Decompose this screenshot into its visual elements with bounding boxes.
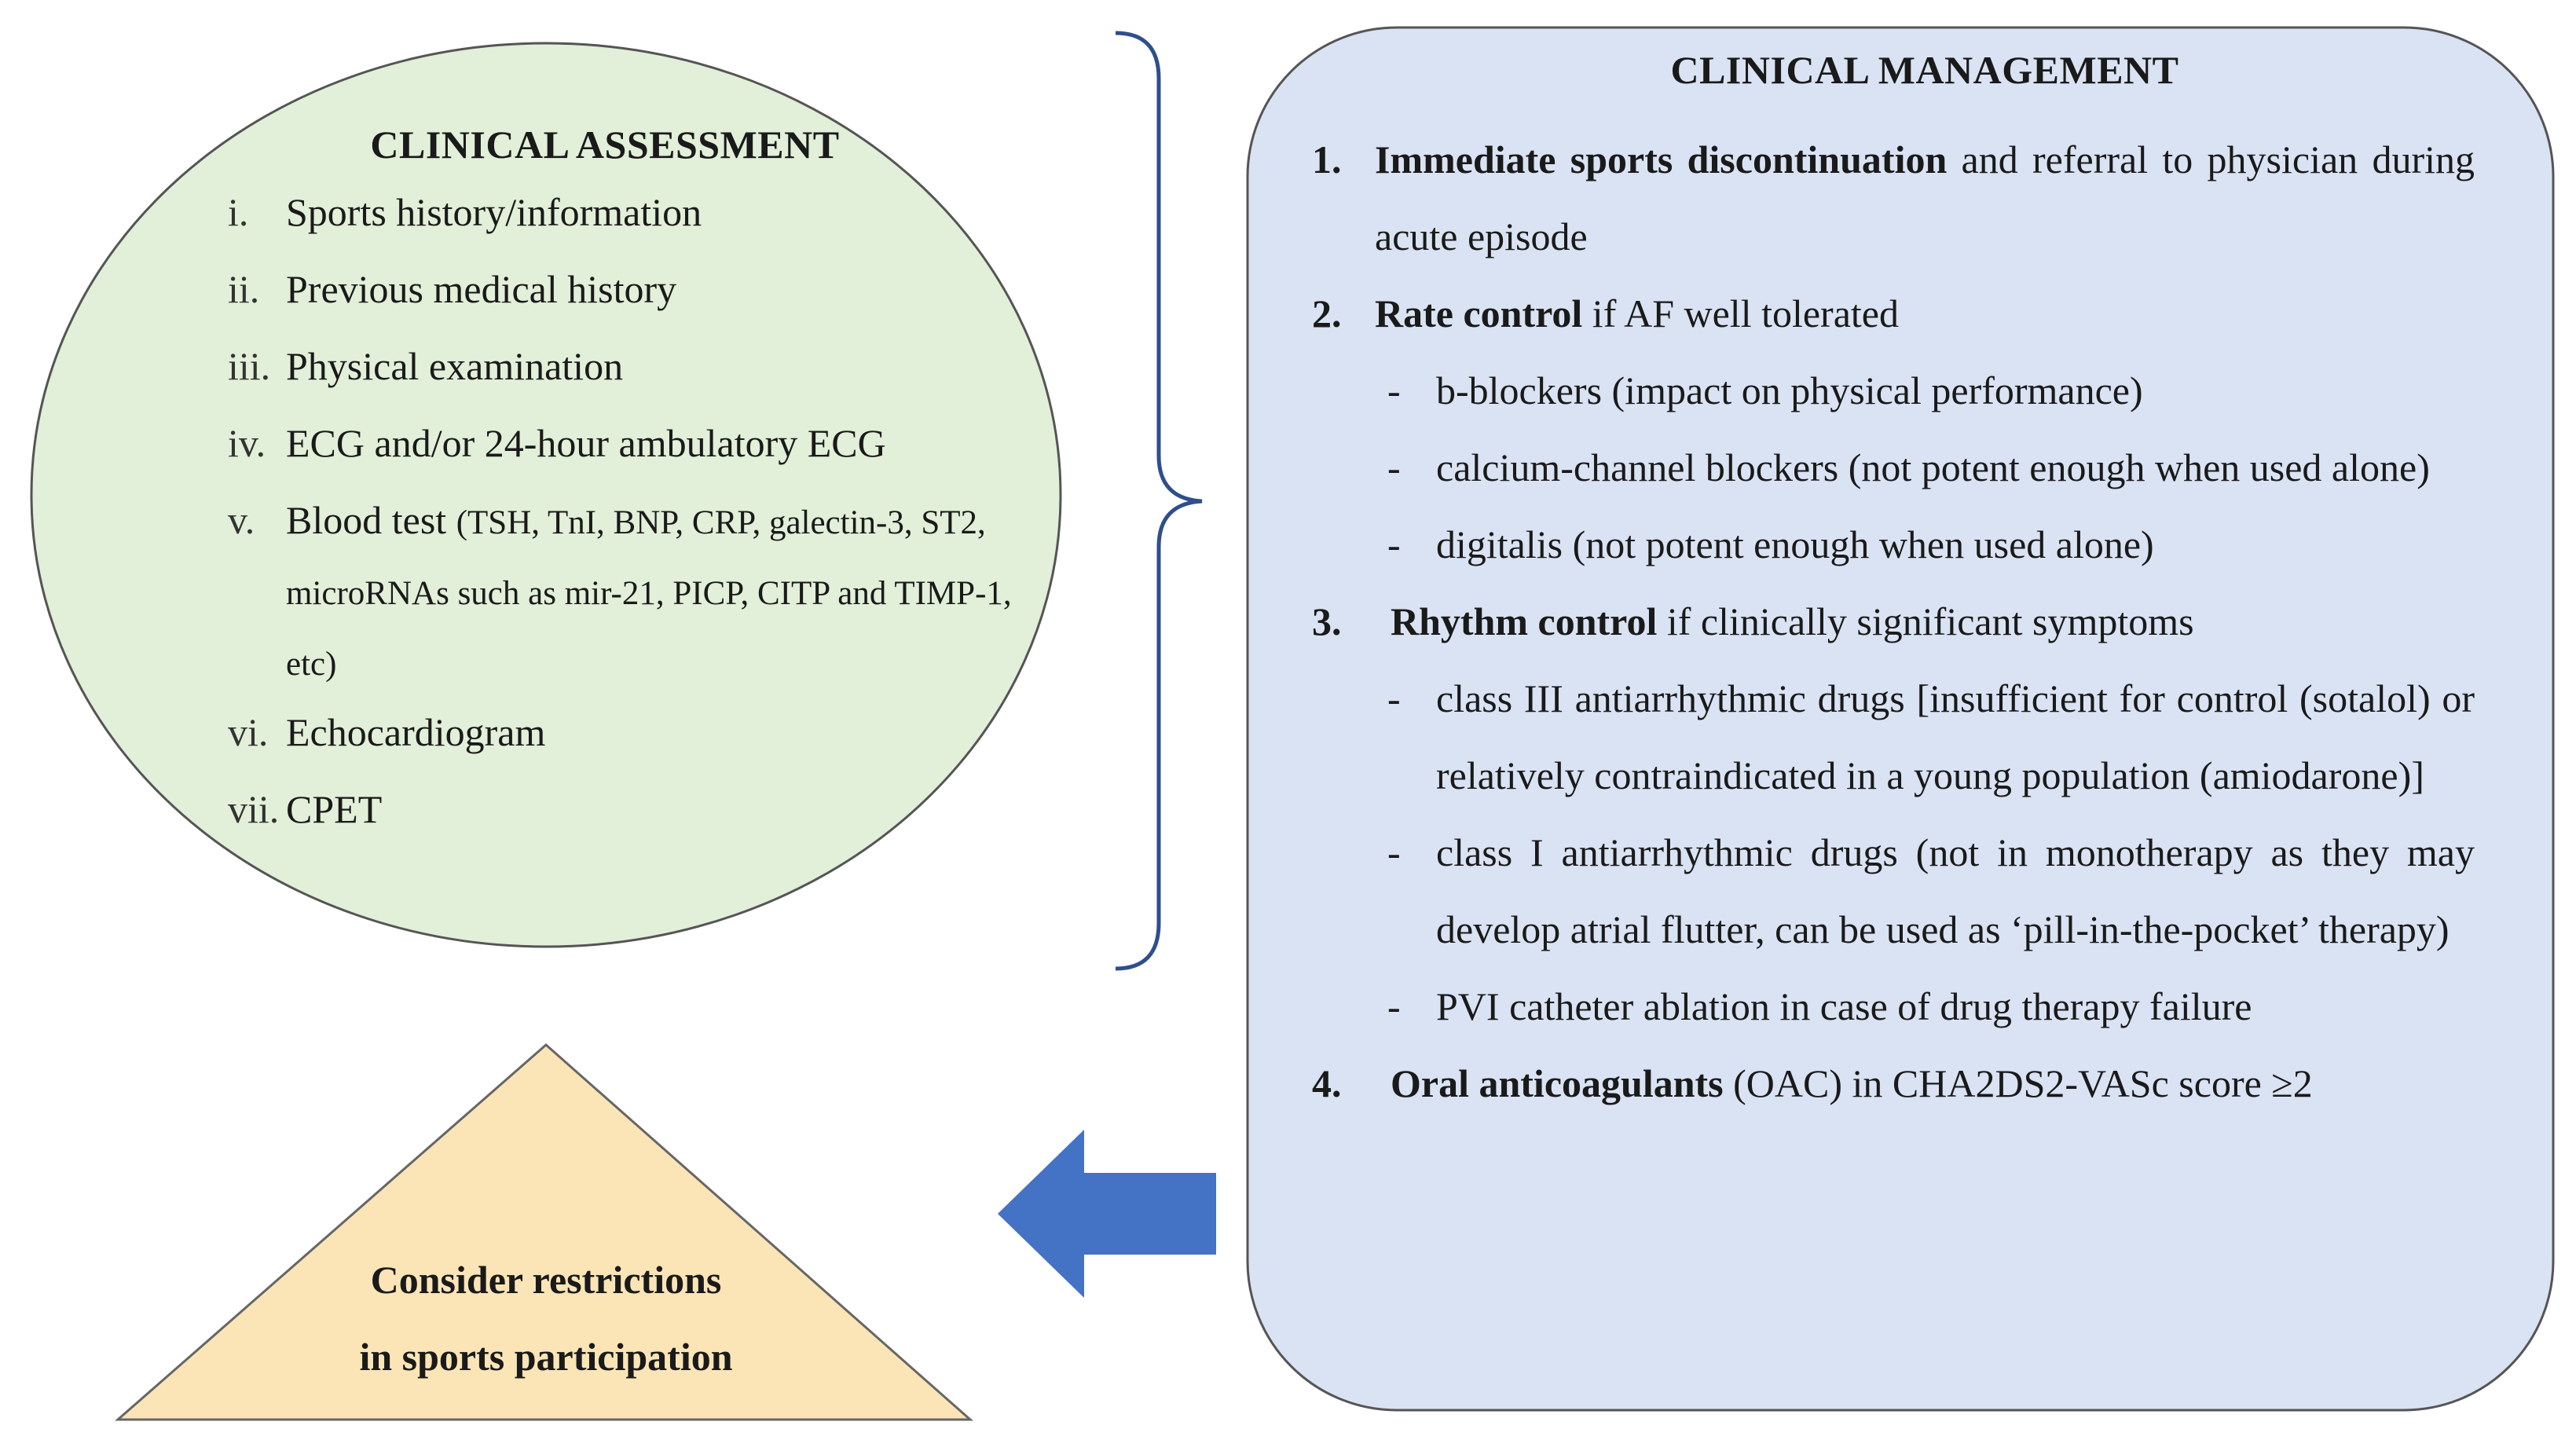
item-text: Sports history/information xyxy=(286,190,702,234)
item-number: 3. xyxy=(1312,599,1342,643)
assessment-item: iv. ECG and/or 24-hour ambulatory ECG xyxy=(228,417,1013,469)
sub-item: -PVI catheter ablation in case of drug t… xyxy=(1312,968,2475,1045)
clinical-assessment: CLINICAL ASSESSMENT i. Sports history/inf… xyxy=(228,122,1013,860)
item-text: Physical examination xyxy=(286,344,624,388)
bullet-dash: - xyxy=(1387,984,1401,1028)
management-item: 3. Rhythm control if clinically signific… xyxy=(1312,583,2475,660)
assessment-item: ii. Previous medical history xyxy=(228,263,1013,315)
left-arrow xyxy=(998,1130,1216,1298)
management-box xyxy=(1246,26,2555,1412)
item-text: Blood test xyxy=(286,498,447,542)
item-number: 1. xyxy=(1312,137,1342,181)
sub-item-text: class I antiarrhythmic drugs (not in mon… xyxy=(1436,830,2475,951)
management-item: 4. Oral anticoagulants (OAC) in CHA2DS2-… xyxy=(1312,1045,2475,1122)
conclusion-text: Consider restrictions in sports particip… xyxy=(118,1241,974,1395)
item-bold: Rate control xyxy=(1375,291,1583,335)
management-title: CLINICAL MANAGEMENT xyxy=(1670,48,2179,92)
sub-item-text: PVI catheter ablation in case of drug th… xyxy=(1436,984,2252,1028)
bullet-dash: - xyxy=(1387,368,1401,412)
sub-item-text: class III antiarrhythmic drugs [insuffic… xyxy=(1436,676,2475,797)
item-bold: Immediate sports discontinuation xyxy=(1375,137,1948,181)
item-number: iii. xyxy=(228,344,271,388)
assessment-item: i. Sports history/information xyxy=(228,186,1013,238)
item-text-group: Oral anticoagulants (OAC) in CHA2DS2-VAS… xyxy=(1391,1045,2475,1122)
item-text-group: Rate control if AF well tolerated xyxy=(1375,275,2475,352)
assessment-item: vii.CPET xyxy=(228,783,1013,835)
conclusion-line-2: in sports participation xyxy=(359,1335,733,1379)
sub-item-text: digitalis (not potent enough when used a… xyxy=(1436,522,2154,566)
assessment-ellipse xyxy=(30,42,1062,948)
item-text: Previous medical history xyxy=(286,267,677,311)
curly-bracket xyxy=(1115,31,1203,971)
item-number: iv. xyxy=(228,421,266,465)
item-number: vii. xyxy=(228,787,280,831)
bullet-dash: - xyxy=(1387,830,1401,874)
item-text: Echocardiogram xyxy=(286,710,546,754)
bullet-dash: - xyxy=(1387,445,1401,489)
item-number: vi. xyxy=(228,710,269,754)
item-detail: (TSH, TnI, BNP, CRP, galectin-3, ST2, mi… xyxy=(286,504,1012,683)
assessment-item: iii. Physical examination xyxy=(228,340,1013,392)
assessment-title: CLINICAL ASSESSMENT xyxy=(370,123,840,167)
item-number: 2. xyxy=(1312,291,1342,335)
conclusion-triangle xyxy=(115,1043,973,1421)
sub-item: -b-blockers (impact on physical performa… xyxy=(1312,352,2475,429)
management-item: 1. Immediate sports discontinuation and … xyxy=(1312,121,2475,275)
item-bold: Rhythm control xyxy=(1391,599,1658,643)
sub-item: -class I antiarrhythmic drugs (not in mo… xyxy=(1312,814,2475,968)
item-number: v. xyxy=(228,498,255,542)
bullet-dash: - xyxy=(1387,676,1401,720)
assessment-item: vi. Echocardiogram xyxy=(228,706,1013,758)
item-text-group: Blood test (TSH, TnI, BNP, CRP, galectin… xyxy=(286,486,1013,698)
sub-item: -calcium-channel blockers (not potent en… xyxy=(1312,429,2475,506)
bullet-dash: - xyxy=(1387,522,1401,566)
item-text: (OAC) in CHA2DS2-VASc score ≥2 xyxy=(1723,1061,2313,1105)
item-number: ii. xyxy=(228,267,260,311)
item-text: if clinically significant symptoms xyxy=(1657,599,2194,643)
management-item: 2. Rate control if AF well tolerated xyxy=(1312,275,2475,352)
assessment-list: i. Sports history/information ii. Previous… xyxy=(228,186,1013,835)
item-text-group: Immediate sports discontinuation and ref… xyxy=(1375,121,2475,275)
item-text-group: Rhythm control if clinically significant… xyxy=(1391,583,2475,660)
item-text: ECG and/or 24-hour ambulatory ECG xyxy=(286,421,886,465)
sub-item: -digitalis (not potent enough when used … xyxy=(1312,506,2475,583)
sub-item: -class III antiarrhythmic drugs [insuffi… xyxy=(1312,660,2475,814)
conclusion-line-1: Consider restrictions xyxy=(370,1258,722,1302)
sub-item-text: b-blockers (impact on physical performan… xyxy=(1436,368,2143,412)
item-text: CPET xyxy=(286,787,383,831)
item-number: i. xyxy=(228,190,249,234)
assessment-item: v. Blood test (TSH, TnI, BNP, CRP, galect… xyxy=(228,486,1013,698)
item-number: 4. xyxy=(1312,1061,1342,1105)
item-bold: Oral anticoagulants xyxy=(1391,1061,1724,1105)
sub-item-text: calcium-channel blockers (not potent eno… xyxy=(1436,445,2430,489)
clinical-management: CLINICAL MANAGEMENT 1. Immediate sports … xyxy=(1312,47,2475,1122)
item-text: and referral to physician during acute e… xyxy=(1375,137,2475,258)
item-text: if AF well tolerated xyxy=(1582,291,1899,335)
